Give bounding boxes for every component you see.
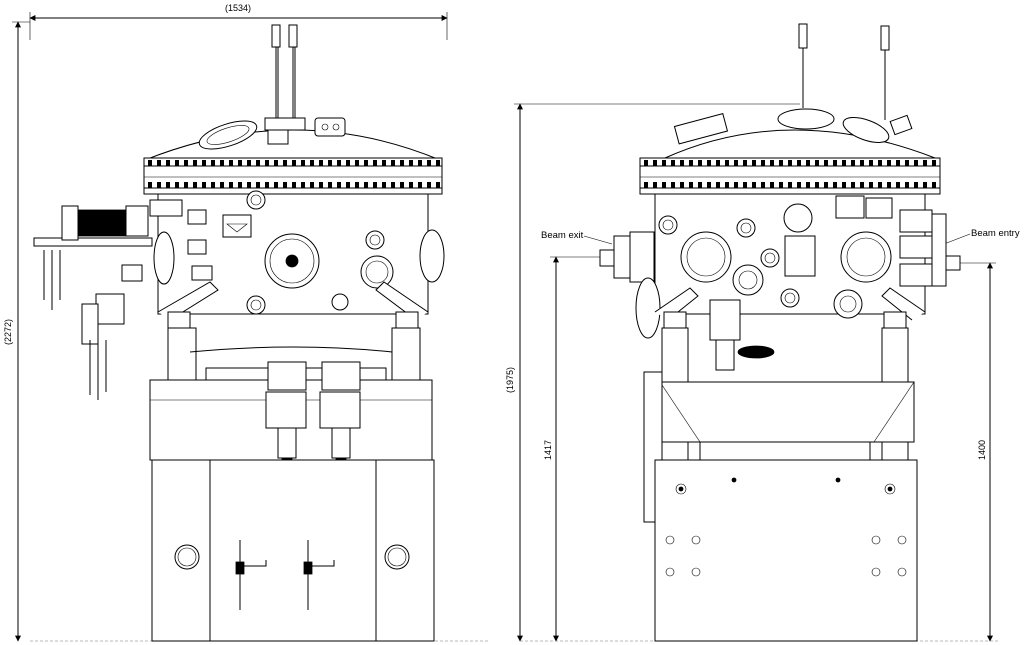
right-total-height-dimension: (1975) — [505, 103, 800, 642]
beam-entry-height-label: 1400 — [977, 440, 987, 460]
left-height-dimension: (2272) — [3, 21, 30, 642]
left-bolt-row-top — [148, 160, 440, 166]
left-height-label: (2272) — [3, 319, 13, 345]
right-base-cabinet — [654, 459, 918, 642]
left-bolt-row-bottom — [148, 182, 440, 188]
left-top-rods — [271, 24, 298, 118]
right-lid-flanges — [673, 108, 913, 145]
right-chamber-ports — [658, 195, 893, 308]
right-center-manipulator — [709, 289, 863, 371]
left-width-label: (1534) — [225, 3, 251, 13]
left-base-cabinet — [151, 459, 435, 642]
right-total-height-label: (1975) — [505, 367, 515, 393]
beam-entry-label: Beam entry — [971, 228, 1020, 239]
right-bolt-row-bottom — [644, 182, 936, 188]
right-top-rods — [798, 23, 890, 120]
right-view: (1975) 1417 1400 Beam exit Beam entry — [505, 23, 1020, 642]
beam-exit-label: Beam exit — [541, 230, 584, 241]
right-support-struts — [654, 287, 926, 329]
right-dome-lid — [664, 129, 936, 159]
right-bolt-row-top — [644, 160, 936, 166]
left-dome-lid — [144, 129, 441, 161]
left-view: (1534) (2272) — [3, 3, 490, 642]
beam-exit-height-dimension: 1417 — [543, 256, 610, 642]
left-chamber-ports — [153, 190, 445, 315]
left-side-instruments — [33, 199, 183, 400]
left-support-struts — [157, 281, 429, 329]
left-lid-flanges — [198, 117, 346, 150]
beam-exit-height-label: 1417 — [543, 440, 553, 460]
left-width-dimension: (1534) — [29, 3, 448, 40]
beam-entry-height-dimension: 1400 — [950, 262, 996, 642]
beam-entry-assembly — [899, 209, 961, 287]
beam-exit-assembly — [599, 231, 661, 339]
